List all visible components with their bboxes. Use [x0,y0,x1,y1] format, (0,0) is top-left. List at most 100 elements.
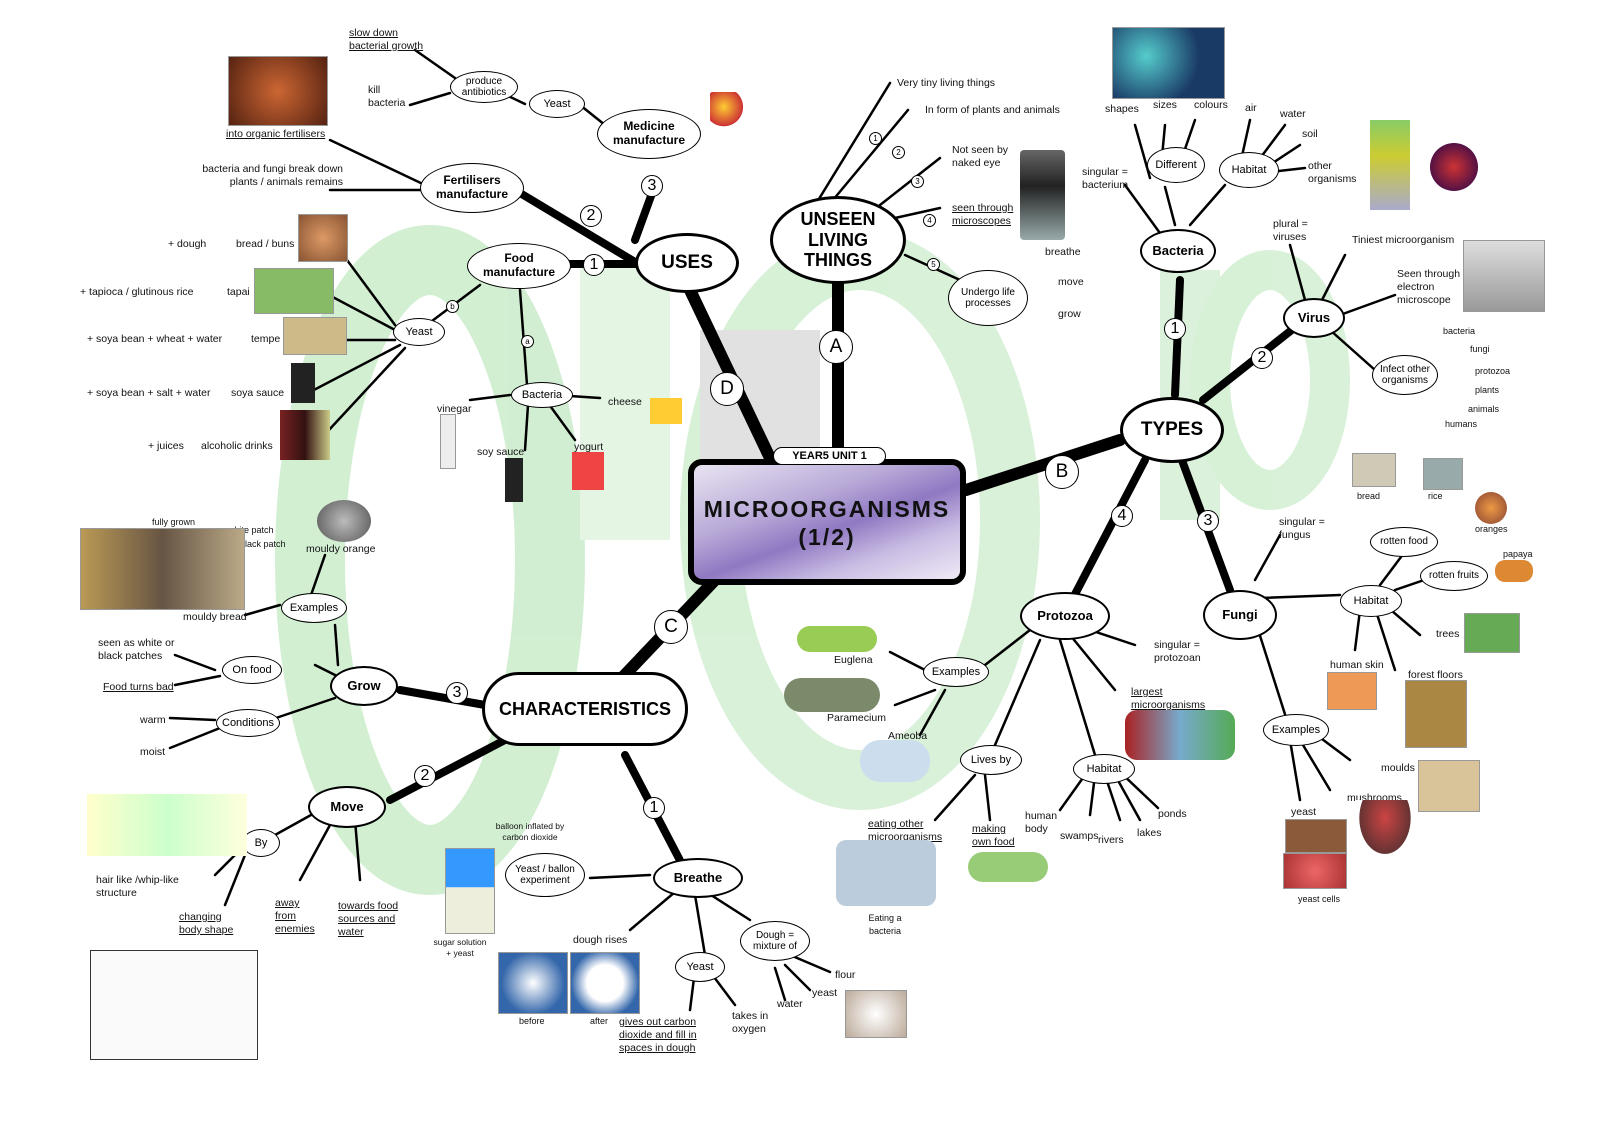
sub-unseen-3: 3 [911,175,924,188]
node-bacteria: Bacteria [1140,229,1216,273]
papaya-image [1495,560,1533,582]
infect-fungi: fungi [1470,344,1490,354]
fungi-papaya: papaya [1503,549,1533,559]
mushroom-image [1355,800,1415,860]
grow-warm: warm [140,714,166,726]
lives-by-making: making own food [972,823,1015,848]
center-box: MICROORGANISMS (1/2) [688,459,966,585]
fungi-yeast: yeast [1291,806,1317,818]
ameoba-image [860,740,930,782]
orange-mould-image [1475,492,1507,524]
grow-white: white patch [228,525,274,535]
node-rotten-food: rotten food [1370,527,1438,557]
node-balloon: Yeast / ballon experiment [505,853,585,897]
node-grow-examples: Examples [281,593,347,623]
electron-microscope-image [1463,240,1545,312]
yeast-row-3-right: tempe [251,333,281,345]
num-types-4: 4 [1111,505,1133,527]
forest-fungus-image [1405,680,1467,748]
rice-mould-image [1423,458,1463,490]
virus-particle-image [1430,143,1478,191]
bacteria-image [1112,27,1225,99]
yeast-row-3-left: + soya bean + wheat + water [87,333,223,345]
node-med-yeast: Yeast [529,90,585,118]
bread-buns-image [298,214,348,262]
yeast-row-1-right: alcoholic drinks [201,440,273,452]
center-title-text: MICROORGANISMS [703,496,951,522]
num-types-1: 1 [1164,318,1186,340]
num-types-3: 3 [1197,510,1219,532]
num-uses-2: 2 [580,205,602,227]
node-by: By [242,829,280,857]
node-breathe-yeast: Yeast [675,952,725,982]
grow-food-bad: Food turns bad [103,681,174,693]
fungi-skin: human skin [1330,659,1384,671]
eating-bacteria-image [836,840,936,906]
yeast-row-4-left: + tapioca / glutinous rice [80,286,194,298]
making-food-image [968,852,1048,882]
yogurt-image [572,452,604,490]
lives-by-pic-label: Eating a bacteria [868,913,902,936]
protozoa-image [1125,710,1235,760]
branch-letter-d: D [710,372,744,406]
breathe-oxygen: takes in oxygen [732,1010,769,1035]
node-dough: Dough = mixture of [740,921,810,961]
fert-organic: into organic fertilisers [226,128,326,140]
node-fungi: Fungi [1203,590,1277,640]
life-breathe: breathe [1045,246,1081,258]
sub-unseen-2: 2 [892,146,905,159]
node-bact-habitat: Habitat [1219,152,1279,188]
protozoa-lakes: lakes [1137,827,1162,839]
protozoa-rivers: rivers [1098,834,1124,846]
infect-plants: plants [1475,385,1500,395]
node-different: Different [1147,147,1205,183]
different-colours: colours [1194,99,1228,111]
dough-after-image [570,952,640,1014]
node-on-food: On food [222,656,282,684]
branch-letter-c: C [654,610,688,644]
node-protozoa-examples: Examples [923,657,989,687]
mould-image [1418,760,1480,812]
med-slow-down: slow down bacterial growth [349,27,424,52]
node-virus: Virus [1283,298,1345,338]
node-medicine: Medicine manufacture [597,109,701,159]
food-bact-cheese: cheese [608,396,642,408]
mouldy-bread-image [80,528,245,610]
sub-unseen-4: 4 [923,214,936,227]
infect-bacteria: bacteria [1443,326,1476,336]
move-away: away from enemies [275,897,315,935]
node-protozoa: Protozoa [1020,592,1110,640]
breathe-after: after [590,1016,609,1026]
tree-fungus-image [1464,613,1520,653]
move-towards: towards food sources and water [338,900,399,938]
infect-humans: humans [1445,419,1478,429]
node-fungi-examples: Examples [1263,714,1329,746]
sub-yeast-b: b [446,300,459,313]
center-tag: YEAR5 UNIT 1 [773,447,886,465]
node-rotten-fruits: rotten fruits [1420,561,1488,591]
node-protozoa-habitat: Habitat [1073,754,1135,784]
node-food-manufacture: Food manufacture [467,243,571,289]
yeast-image [1285,819,1347,853]
node-food-yeast: Yeast [393,318,445,346]
sub-bacteria-a: a [521,335,534,348]
move-changing: changing body shape [179,911,234,936]
grow-black: black patch [240,539,286,549]
num-uses-1: 1 [583,254,605,276]
different-sizes: sizes [1153,99,1177,111]
bread-mould-image [1352,453,1396,487]
life-grow: grow [1058,308,1081,320]
branch-letter-a: A [819,330,853,364]
protozoa-paramecium: Paramecium [827,712,886,724]
soy-sauce-bottle-image [505,458,523,502]
protozoa-swamps: swamps [1060,830,1099,842]
grow-mouldy-bread: mouldy bread [183,611,247,623]
virus-tiniest: Tiniest microorganism [1352,234,1455,246]
node-move: Move [308,786,386,828]
fungi-forest: forest floors [1408,669,1463,681]
vinegar-image [440,414,456,469]
unseen-item-3: Not seen by naked eye [952,144,1009,169]
sub-unseen-1: 1 [869,132,882,145]
unseen-item-1: Very tiny living things [897,77,996,89]
fungi-trees: trees [1436,628,1460,640]
